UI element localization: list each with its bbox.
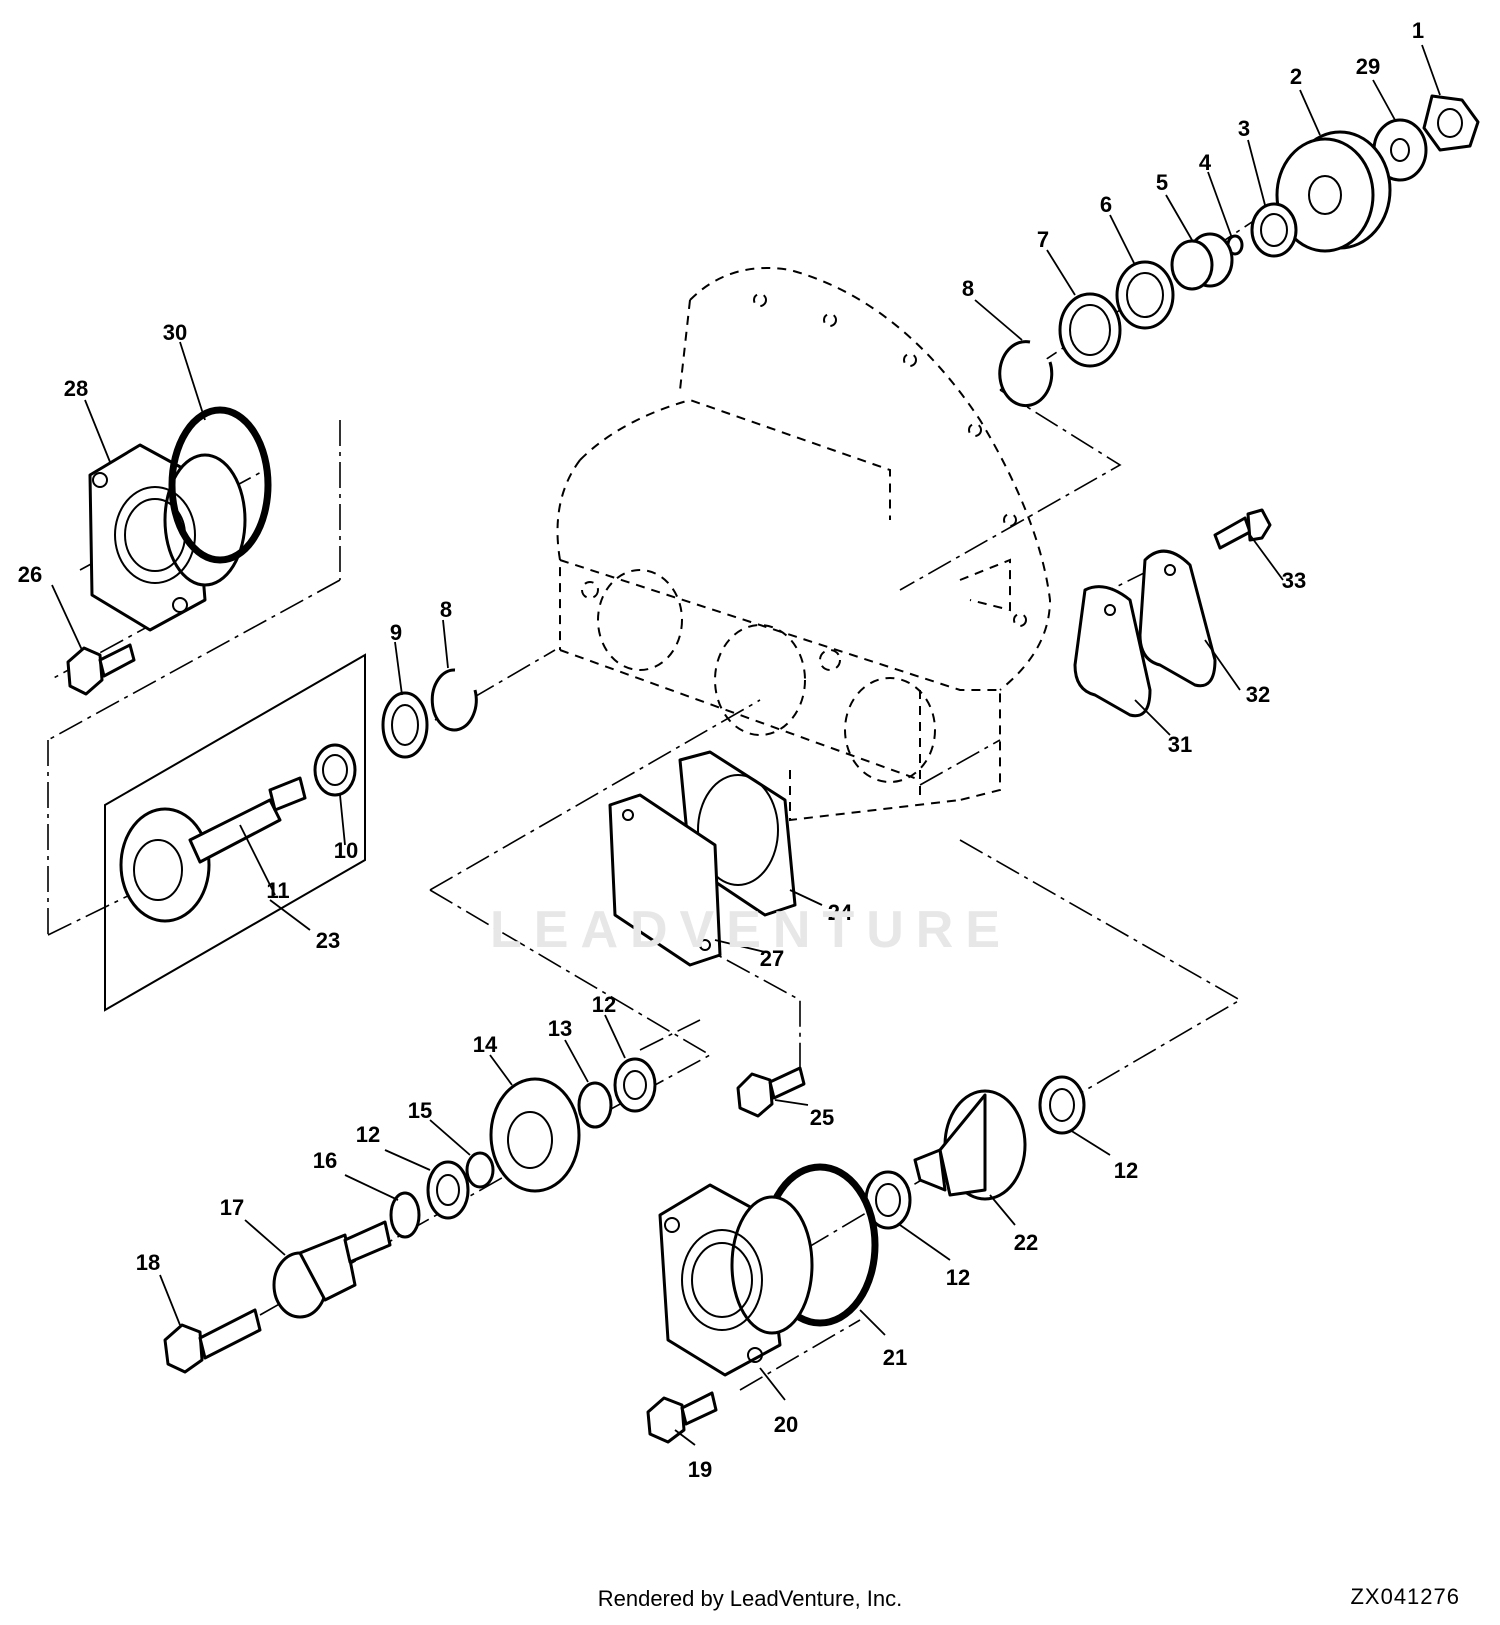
snap-ring-upper	[998, 340, 1054, 408]
output-gear-shaft	[913, 1089, 1027, 1201]
callout-23: 23	[316, 928, 340, 953]
callout-9: 9	[390, 620, 402, 645]
bearing-cup-9	[381, 691, 429, 759]
callout-14: 14	[473, 1032, 498, 1057]
callout-20: 20	[774, 1412, 798, 1437]
snap-ring-lower	[430, 668, 478, 732]
callout-16: 16	[313, 1148, 337, 1173]
callout-13: 13	[548, 1016, 572, 1041]
callout-32: 32	[1246, 682, 1270, 707]
callout-2: 2	[1290, 64, 1302, 89]
bearing-12-lower	[426, 1160, 470, 1220]
bearing-cone-10	[313, 743, 357, 797]
callout-6: 6	[1100, 192, 1112, 217]
callout-11: 11	[266, 878, 289, 903]
snap-ring-16	[389, 1191, 421, 1239]
callout-30: 30	[163, 320, 187, 345]
idler-shaft	[272, 1220, 392, 1319]
callout-31: 31	[1168, 732, 1192, 757]
hex-bolt-33	[1213, 508, 1272, 550]
callout-3: 3	[1238, 116, 1250, 141]
callout-28: 28	[64, 376, 88, 401]
callout-7: 7	[1037, 227, 1049, 252]
drawing-id: ZX041276	[1350, 1584, 1460, 1609]
callout-26: 26	[18, 562, 42, 587]
callout-19: 19	[688, 1457, 712, 1482]
watermark: LEADVENTURE	[490, 901, 1013, 959]
flange-housing-lower	[658, 1183, 814, 1377]
callout-29: 29	[1356, 54, 1380, 79]
hex-bolt-26	[66, 643, 136, 696]
callout-12-right: 12	[1114, 1158, 1138, 1183]
callout-33: 33	[1282, 568, 1306, 593]
cover-plate-32	[1138, 549, 1217, 688]
callout-24: 24	[828, 900, 853, 925]
hex-bolt-25	[736, 1066, 806, 1118]
hex-nut	[1422, 94, 1480, 152]
flange-housing-upper	[88, 443, 247, 632]
callout-27: 27	[760, 946, 784, 971]
oil-seal	[1250, 202, 1298, 258]
render-credit: Rendered by LeadVenture, Inc.	[597, 1586, 903, 1611]
bearing-cup	[1058, 292, 1122, 368]
leader-lines	[51, 44, 1441, 1446]
callout-15: 15	[408, 1098, 432, 1123]
bearing-cone	[1115, 260, 1175, 330]
callout-22: 22	[1014, 1230, 1038, 1255]
o-ring-upper	[168, 406, 272, 564]
callout-12-left: 12	[356, 1122, 380, 1147]
transmission-housing-outline	[556, 267, 1052, 822]
cover-plate-27	[608, 793, 722, 967]
spacer	[1170, 232, 1234, 291]
pulley	[1275, 130, 1392, 253]
bearing-12-mid	[864, 1170, 912, 1230]
idler-gear	[489, 1077, 581, 1193]
snap-ring-13	[577, 1081, 613, 1129]
callout-8-lower: 8	[440, 597, 452, 622]
callout-12-top: 12	[592, 992, 616, 1017]
drive-shaft-gear	[119, 776, 307, 923]
callout-25: 25	[810, 1105, 834, 1130]
callout-5: 5	[1156, 170, 1168, 195]
bearing-12-right	[1038, 1075, 1086, 1135]
callout-17: 17	[220, 1195, 244, 1220]
bearing-12-upper	[613, 1057, 657, 1113]
thrust-washer-15	[465, 1151, 495, 1189]
cover-gasket-31	[1073, 585, 1152, 718]
callout-12-mid: 12	[946, 1265, 970, 1290]
callout-18: 18	[136, 1250, 160, 1275]
callout-4: 4	[1199, 150, 1212, 175]
cap-screw-18	[163, 1308, 262, 1374]
callout-1: 1	[1412, 18, 1424, 43]
callout-21: 21	[883, 1345, 907, 1370]
callouts: 1 2 29 3 4 5 6 7 8 30 28 26 9 8 10 11 23…	[18, 18, 1424, 1482]
shaft-assembly-box	[104, 653, 366, 1012]
callout-10: 10	[334, 838, 358, 863]
callout-8-upper: 8	[962, 276, 974, 301]
